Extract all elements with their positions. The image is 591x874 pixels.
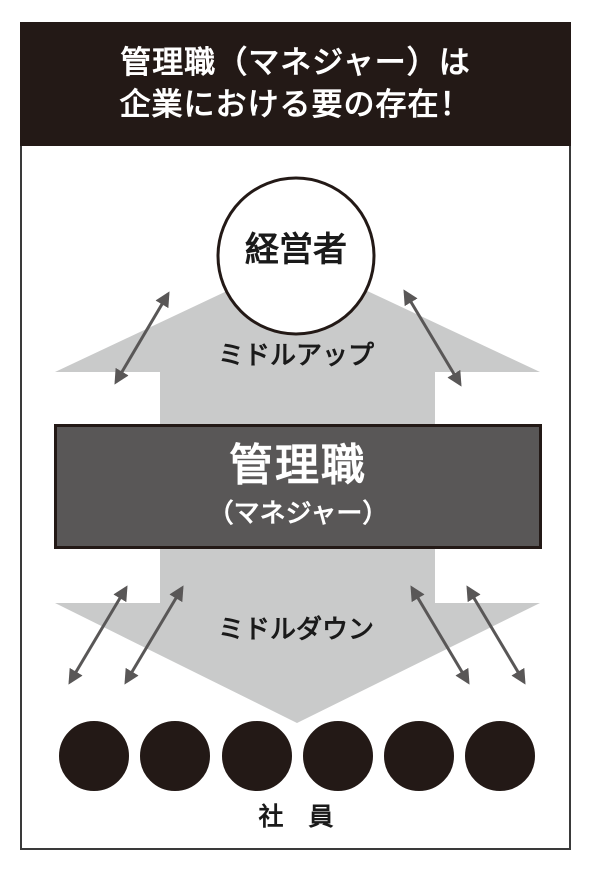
employee-circle — [57, 719, 131, 793]
middle-up-arrow — [55, 258, 540, 430]
manager-title: 管理職 — [229, 440, 367, 491]
employees-label: 社 員 — [258, 802, 334, 831]
double-arrow-upper-left — [114, 291, 170, 385]
manager-box: 管理職 （マネジャー） — [54, 424, 542, 549]
middle-down-label: ミドルダウン — [217, 615, 374, 645]
employee-circle — [463, 719, 537, 793]
header-line-2: 企業における要の存在！ — [119, 87, 472, 123]
employee-circle — [138, 719, 212, 793]
double-arrow-lower-left-2 — [124, 585, 184, 685]
double-arrow-lower-left-1 — [68, 585, 128, 685]
header-banner: 管理職（マネジャー）は 企業における要の存在！ — [20, 22, 571, 146]
employee-circle — [301, 719, 375, 793]
employee-circle — [382, 719, 456, 793]
executive-label: 経営者 — [245, 230, 347, 270]
double-arrow-lower-right-2 — [466, 585, 526, 685]
middle-up-label: ミドルアップ — [217, 341, 374, 371]
header-line-1: 管理職（マネジャー）は — [120, 45, 471, 81]
employee-circle — [220, 719, 294, 793]
manager-subtitle: （マネジャー） — [207, 499, 389, 529]
double-arrow-lower-right-1 — [410, 585, 470, 685]
executive-circle — [216, 176, 376, 336]
double-arrow-upper-right — [403, 289, 462, 387]
